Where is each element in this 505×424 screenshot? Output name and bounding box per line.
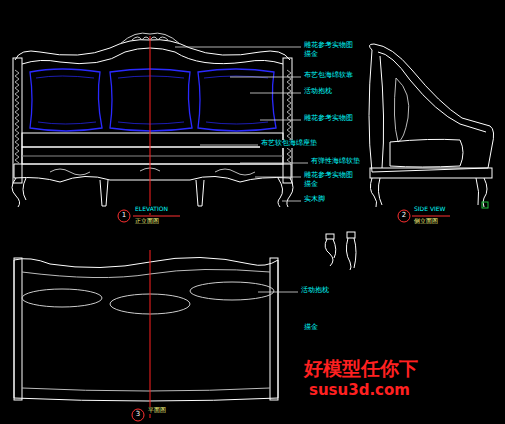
part-label: 雕花参考实物图 — [303, 172, 354, 180]
leader-lines — [175, 47, 308, 292]
part-label: 描金 — [303, 51, 319, 59]
watermark: susu3d.com — [308, 382, 411, 399]
part-label: 实木脚 — [303, 196, 326, 204]
view-title: SIDE VIEW — [413, 206, 447, 213]
part-label: 布艺包海绵软靠 — [303, 72, 354, 80]
watermark: 好模型任你下 — [303, 358, 419, 379]
view-title: ELEVATION — [134, 206, 169, 213]
callout-number: 3 — [135, 411, 141, 419]
callout-number: 1 — [121, 212, 127, 220]
part-label: 描金 — [303, 181, 319, 189]
plan-view — [14, 250, 278, 421]
part-label: 雕花参考实物图 — [303, 115, 354, 123]
leg-details — [325, 232, 356, 270]
part-label: 活动抱枕 — [303, 88, 333, 96]
part-label: 活动抱枕 — [300, 287, 330, 295]
view-title: 侧立面图 — [413, 218, 439, 225]
callout-number: 2 — [401, 212, 407, 220]
side-view — [369, 44, 494, 222]
view-title: 平面图 — [147, 407, 167, 414]
view-title: 正立面图 — [134, 218, 160, 225]
elevation-view — [12, 33, 293, 222]
part-label: 有弹性海绵软垫 — [310, 158, 361, 166]
part-label: 描金 — [303, 324, 319, 332]
part-label: 雕花参考实物图 — [303, 42, 354, 50]
part-label: 布艺软包海绵座垫 — [260, 140, 318, 148]
